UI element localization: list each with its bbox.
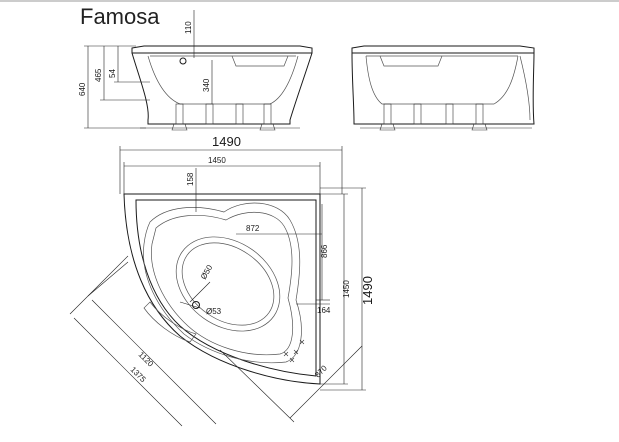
side-view-side [351,45,535,131]
dim-158: 158 [186,172,195,186]
dim-640: 640 [78,82,87,96]
dim-870: 870 [313,363,329,379]
dim-110: 110 [184,21,193,34]
dim-650: Ø50 [199,263,215,281]
side-view-front [131,45,313,131]
dim-54: 54 [108,69,117,78]
top-view [123,193,321,385]
dim-164: 164 [317,306,331,315]
dim-1450-top: 1450 [208,156,226,165]
dim-1450-right: 1450 [342,280,351,298]
dim-866: 866 [320,244,329,258]
dim-1490-right: 1490 [360,276,375,305]
dim-1120: 1120 [137,350,156,369]
dim-53: Ø53 [206,307,222,316]
dim-1375: 1375 [129,365,148,384]
dim-465: 465 [94,68,103,82]
side-view-dimensions: 640 465 54 110 340 [78,10,213,129]
dim-1490-top: 1490 [212,134,241,149]
dim-340: 340 [202,78,211,92]
dim-872: 872 [246,224,260,233]
top-view-dimensions: 1490 1450 158 872 866 1450 1490 164 Ø50 [69,134,375,427]
product-title: Famosa [80,4,160,29]
